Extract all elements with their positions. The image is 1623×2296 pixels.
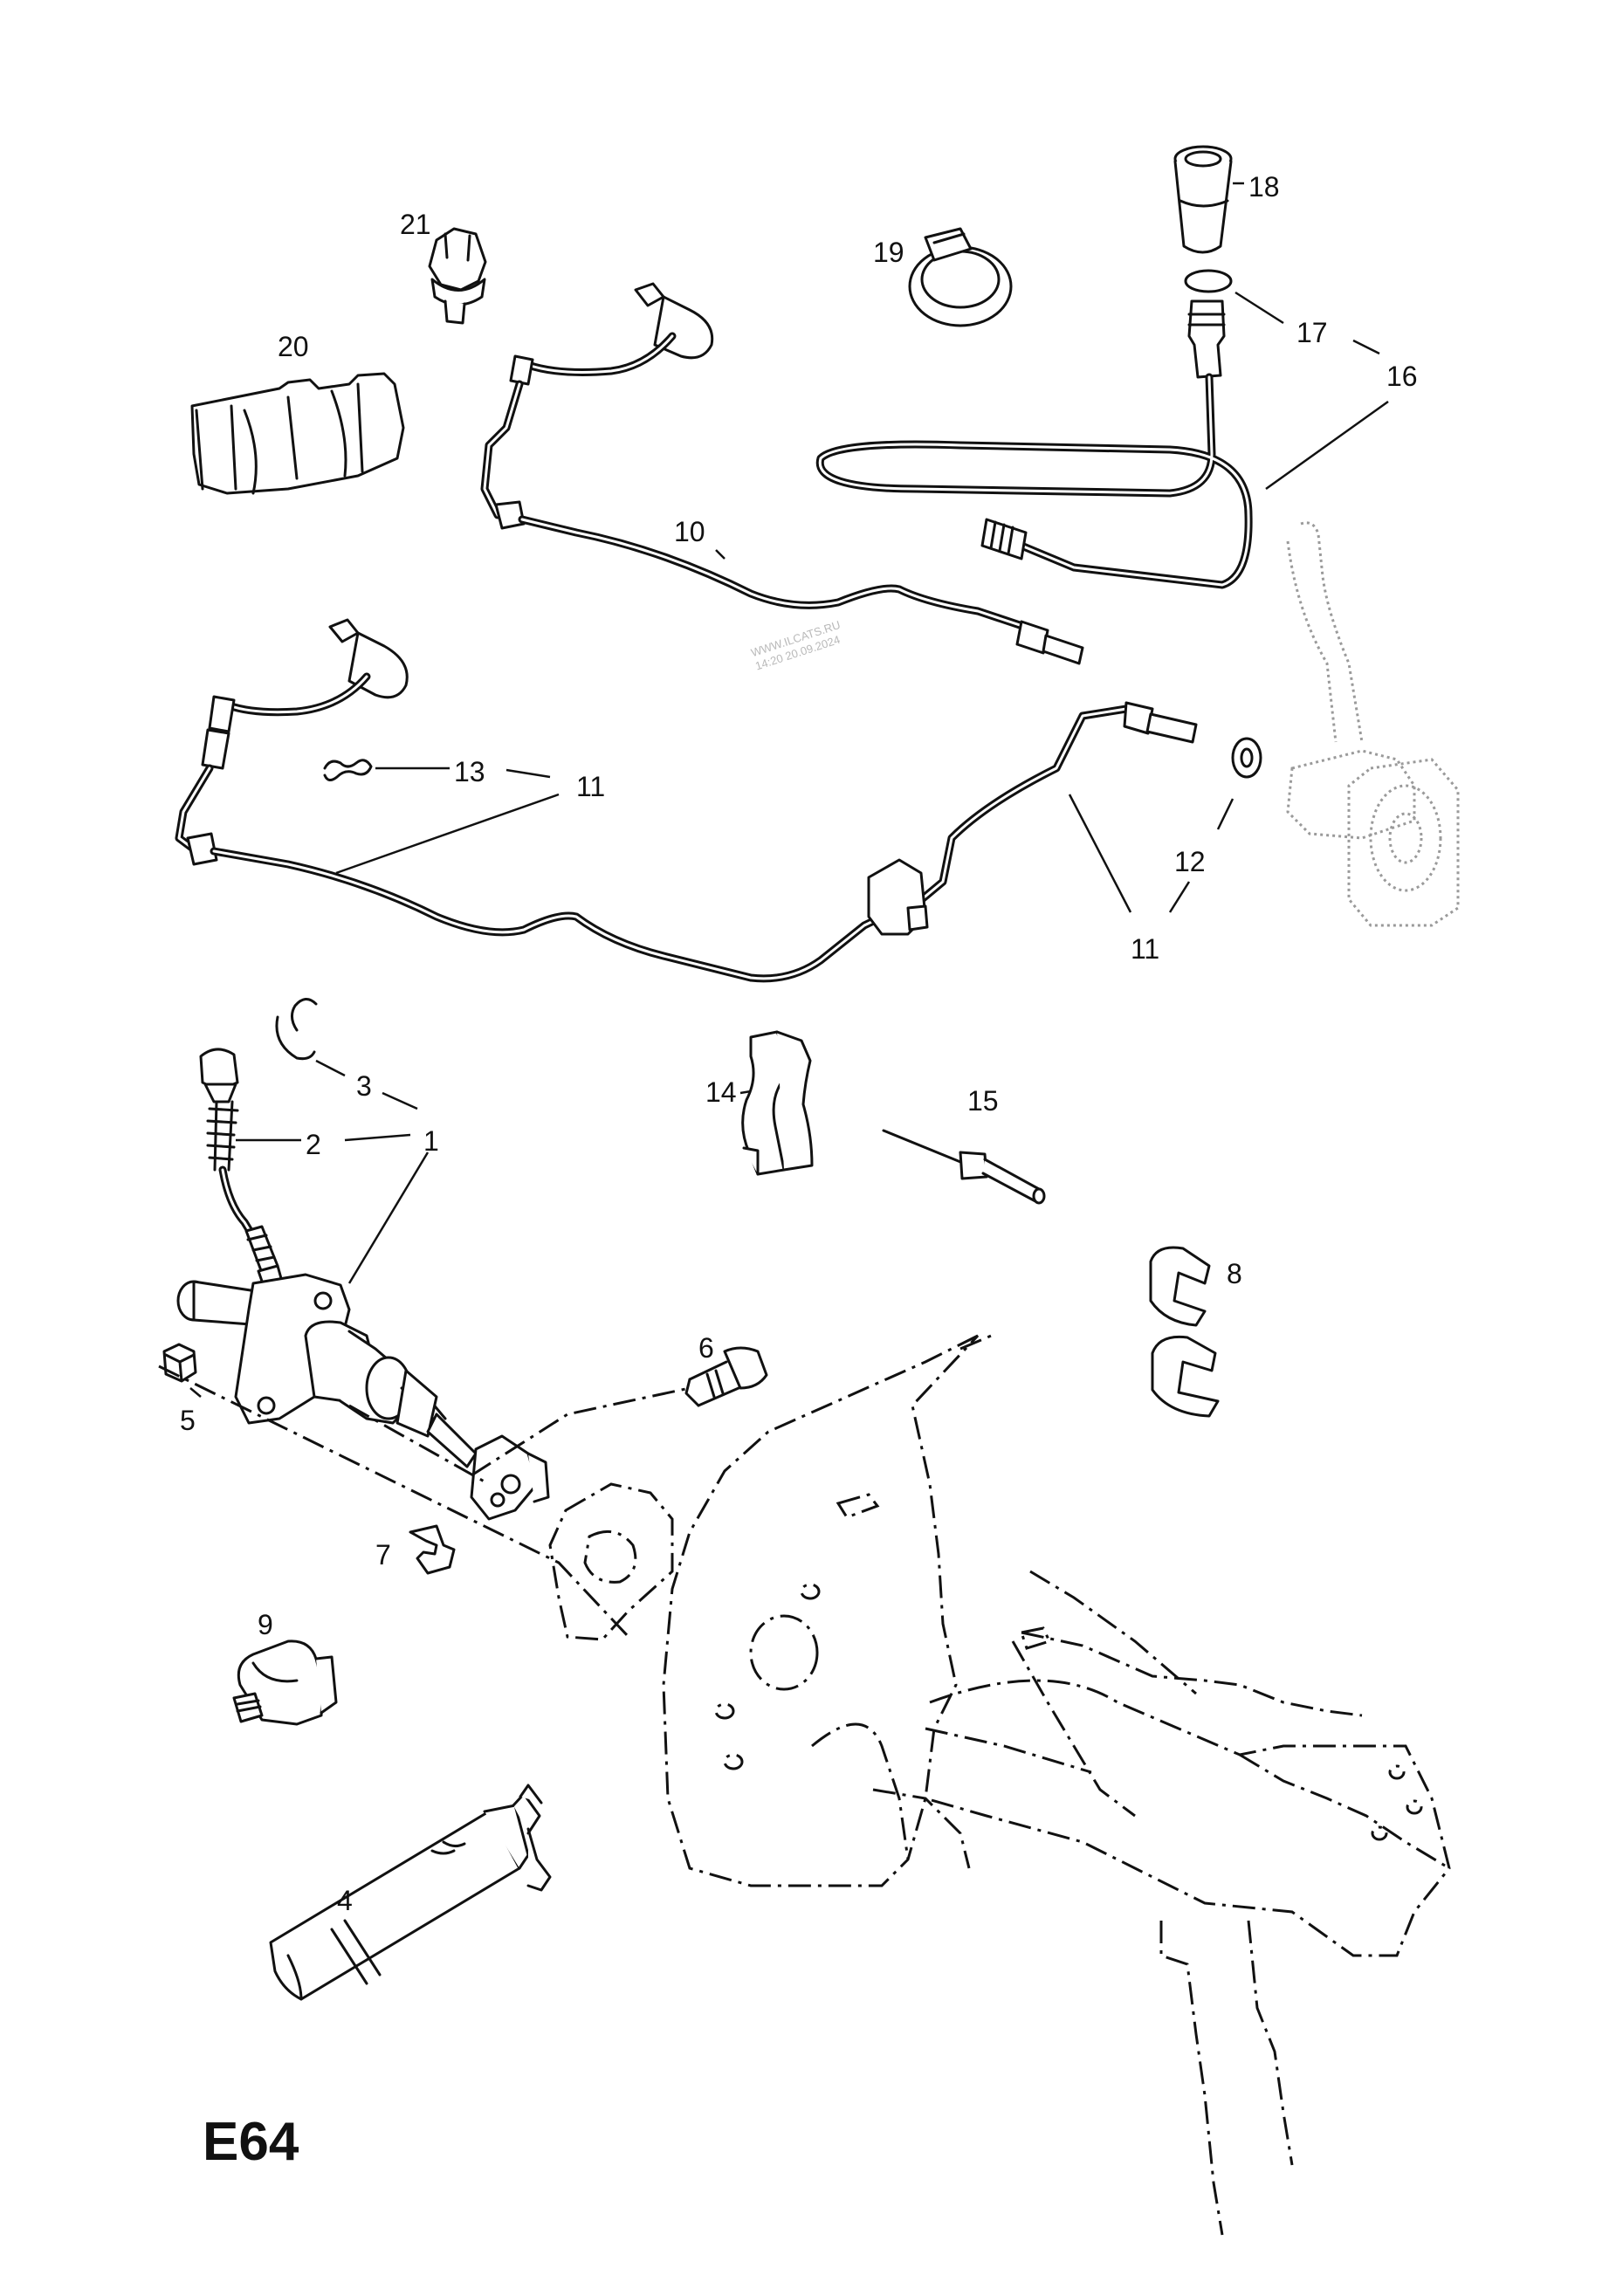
callout-9: 9 [258,1609,273,1640]
part-19-hose-clamp [908,227,1013,327]
callout-4: 4 [337,1885,353,1916]
callout-12: 12 [1174,846,1206,877]
callout-15: 15 [967,1085,999,1117]
callout-2: 2 [306,1129,321,1160]
part-11-pipe [175,618,1198,983]
part-14-clip-strip [741,1030,814,1176]
callout-11-b: 11 [1131,933,1159,965]
leader-14 [739,1090,752,1095]
watermark: WWW.ILCATS.RU 14:20 20.09.2024 [749,618,842,672]
gasket-outline [548,1482,674,1641]
part-10-pipe [480,282,1084,665]
callout-3: 3 [356,1070,372,1102]
callout-18: 18 [1248,171,1280,203]
callout-1: 1 [423,1125,439,1157]
part-5-nut [162,1343,197,1383]
part-12-washer [1231,737,1262,779]
part-3-ring [275,998,318,1061]
ghost-slave-cylinder [1286,521,1460,927]
axis-line-1 [158,1365,630,1639]
callout-17: 17 [1296,317,1328,348]
part-18-cap [1173,145,1233,254]
leader-3 [315,1059,346,1077]
diagram-code: E64 [203,2112,299,2172]
part-21-clip [428,227,487,325]
callout-11-a: 11 [576,771,605,802]
part-6-bolt [684,1346,768,1407]
callout-7: 7 [375,1539,391,1571]
leader-16 [1265,400,1389,491]
part-20-pipe-holder [190,372,405,495]
bulkhead-outline [662,1334,1451,2236]
leader-12 [1216,798,1234,830]
leader-11-a [335,793,560,875]
callout-8: 8 [1227,1258,1242,1289]
part-15-rivet [882,1129,1046,1205]
part-13-spring-clip [323,759,373,781]
axis-line-4 [959,1332,996,1351]
leader-11-b2 [1168,881,1191,913]
callout-20: 20 [278,331,309,362]
callout-10: 10 [674,516,705,547]
part-17-o-ring [1184,269,1233,293]
callout-21: 21 [400,209,431,240]
callout-6: 6 [698,1332,714,1364]
callout-5: 5 [180,1405,196,1436]
part-7-clip [409,1524,456,1575]
callout-16: 16 [1386,361,1418,392]
callout-14: 14 [705,1076,737,1108]
leader-3-1 [382,1091,418,1110]
part-16-hose [815,299,1253,589]
leader-5 [189,1387,202,1398]
leader-11-b1 [1068,794,1132,913]
leader-13-11 [505,768,551,779]
leader-1 [347,1151,430,1284]
part-9-bracket-clip [232,1640,338,1726]
axis-line-3 [348,1404,490,1486]
callout-13: 13 [454,756,485,787]
part-2-hose [199,1048,285,1296]
part-8-clips [1149,1246,1220,1418]
leader-10 [715,549,726,560]
leader-17 [1234,291,1284,325]
leader-17-16 [1352,339,1380,355]
part-1-master-cylinder [176,1273,550,1521]
leader-2-1 [344,1133,411,1142]
part-4-tube [269,1784,552,2001]
callout-19: 19 [873,237,904,268]
